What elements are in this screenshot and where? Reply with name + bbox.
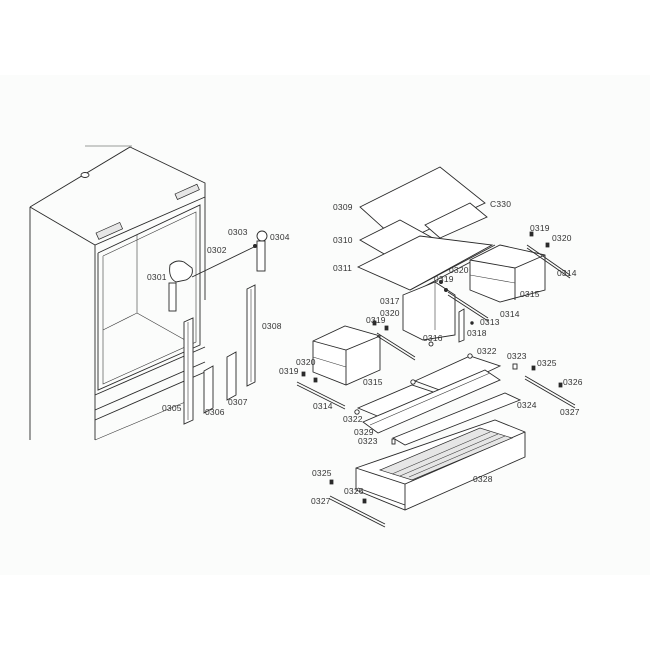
part-label-0327b: 0327 <box>311 496 331 506</box>
part-label-0309: 0309 <box>333 202 353 212</box>
part-label-0323b: 0323 <box>358 436 378 446</box>
part-label-0319d: 0319 <box>279 366 299 376</box>
diagram-background <box>0 75 650 575</box>
part-label-C330: C330 <box>490 199 512 209</box>
part-label-0318: 0318 <box>467 328 487 338</box>
fan-assembly <box>168 230 268 312</box>
part-label-0316: 0316 <box>423 333 443 343</box>
divider-panel <box>402 279 489 347</box>
part-label-0307: 0307 <box>228 397 248 407</box>
part-label-0327a: 0327 <box>560 407 580 417</box>
part-label-0314a: 0314 <box>557 268 577 278</box>
part-label-0326b: 0326 <box>344 486 364 496</box>
crisper-drawer-upper <box>469 231 571 303</box>
part-label-0322b: 0322 <box>343 414 363 424</box>
refrigerator-cabinet <box>29 145 206 441</box>
lower-shelf-plates <box>354 353 522 446</box>
slide-rail-right <box>524 365 576 409</box>
part-label-0314c: 0314 <box>313 401 333 411</box>
part-label-0323a: 0323 <box>507 351 527 361</box>
freezer-drawer <box>355 419 526 511</box>
part-label-0310: 0310 <box>333 235 353 245</box>
part-label-0304: 0304 <box>270 232 290 242</box>
crisper-drawer-lower <box>296 320 416 410</box>
part-label-0322a: 0322 <box>477 346 497 356</box>
part-label-0329: 0329 <box>354 427 374 437</box>
part-label-0303: 0303 <box>228 227 248 237</box>
part-label-0301: 0301 <box>147 272 167 282</box>
part-label-0302: 0302 <box>207 245 227 255</box>
part-label-0314b: 0314 <box>500 309 520 319</box>
part-label-0313: 0313 <box>480 317 500 327</box>
part-label-0324: 0324 <box>517 400 537 410</box>
part-label-0317: 0317 <box>380 296 400 306</box>
door-rails <box>183 284 256 425</box>
part-label-0315b: 0315 <box>363 377 383 387</box>
part-label-0326a: 0326 <box>563 377 583 387</box>
slide-rail-left <box>329 479 386 528</box>
part-label-0328: 0328 <box>473 474 493 484</box>
part-label-0325a: 0325 <box>537 358 557 368</box>
part-label-0305: 0305 <box>162 403 182 413</box>
shelves <box>356 166 498 294</box>
part-label-0311: 0311 <box>333 263 353 273</box>
part-label-0319c: 0319 <box>366 315 386 325</box>
part-label-0320d: 0320 <box>296 357 316 367</box>
part-label-0319a: 0319 <box>530 223 550 233</box>
part-label-0320b: 0320 <box>449 265 469 275</box>
part-label-0320c: 0320 <box>380 308 400 318</box>
part-label-0306: 0306 <box>205 407 225 417</box>
part-label-0315a: 0315 <box>520 289 540 299</box>
part-label-0325b: 0325 <box>312 468 332 478</box>
part-label-0320a: 0320 <box>552 233 572 243</box>
part-label-0319b: 0319 <box>434 274 454 284</box>
part-label-0308: 0308 <box>262 321 282 331</box>
